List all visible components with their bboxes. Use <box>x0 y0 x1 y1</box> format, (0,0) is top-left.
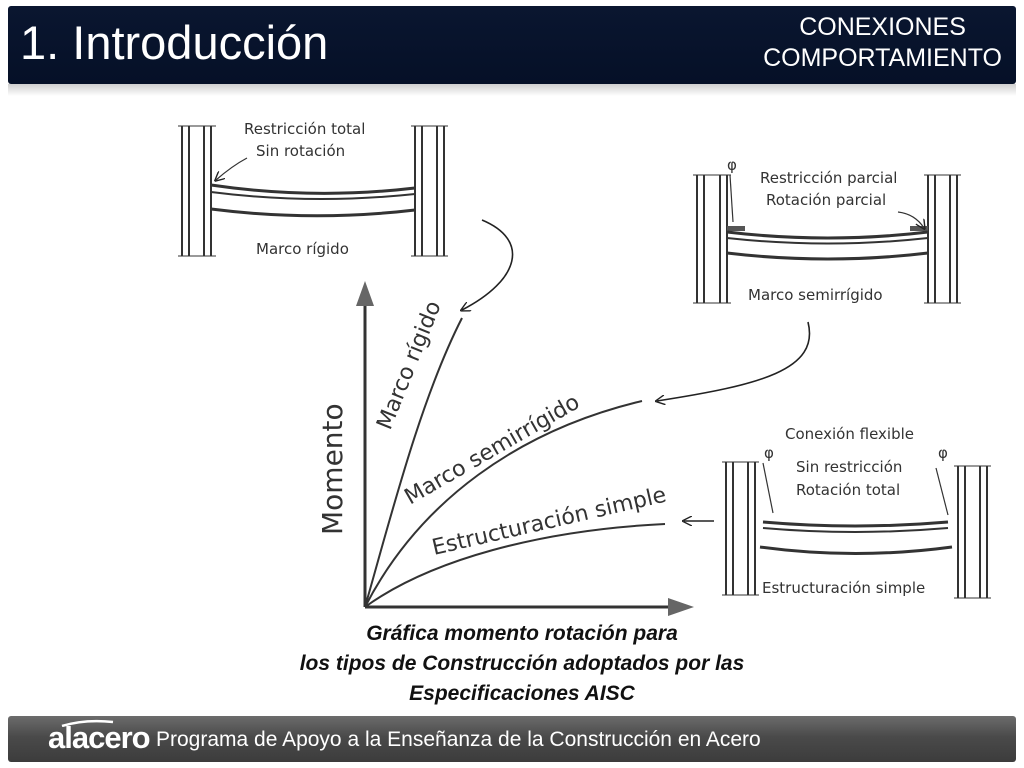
semirigid-left-column <box>693 174 731 304</box>
rigid-left-column <box>178 125 216 257</box>
rigid-beam <box>210 183 416 218</box>
semirigid-beam <box>726 226 929 261</box>
semirigid-right-column <box>924 174 961 304</box>
semirigid-curve <box>364 400 643 608</box>
slide-title: 1. Introducción <box>20 16 329 69</box>
simple-phi-left: φ <box>764 444 774 462</box>
caption-line2: los tipos de Construcción adoptados por … <box>299 652 745 675</box>
simple-phi-right: φ <box>938 444 948 462</box>
alacero-logo: alacero <box>48 720 151 755</box>
chart-axes <box>356 281 694 616</box>
header-bar: 1. Introducción CONEXIONES COMPORTAMIENT… <box>8 6 1016 84</box>
rigid-right-column <box>411 125 448 257</box>
footer-program-text: Programa de Apoyo a la Enseñanza de la C… <box>156 728 761 751</box>
header-shadow <box>8 84 1016 96</box>
simple-frame-sketch <box>722 461 991 599</box>
semirigid-frame-line1: Restricción parcial <box>760 169 897 187</box>
y-axis-arrowhead <box>356 281 374 306</box>
section-label-line1: CONEXIONES <box>799 13 966 41</box>
rigid-curve-label: Marco rígido <box>372 298 446 434</box>
rigid-frame-caption: Marco rígido <box>256 240 349 258</box>
simple-frame-line2: Sin restricción <box>796 458 902 476</box>
simple-frame-line3: Rotación total <box>796 481 900 499</box>
semirigid-frame-caption: Marco semirrígido <box>748 286 883 304</box>
rigid-pointer-arrow <box>462 219 514 310</box>
simple-frame-line1: Conexión flexible <box>785 425 914 443</box>
simple-curve <box>364 523 666 608</box>
semirigid-curve-label: Marco semirrígido <box>401 390 584 510</box>
semirigid-phi-symbol: φ <box>727 156 737 174</box>
logo-swoosh-icon <box>61 719 114 727</box>
simple-curve-label: Estructuración simple <box>430 483 669 561</box>
semirigid-frame-line2: Rotación parcial <box>766 191 886 209</box>
section-label: CONEXIONES COMPORTAMIENTO <box>763 12 1002 74</box>
caption-line3: Especificaciones AISC <box>409 682 635 705</box>
y-axis-label: Momento <box>316 403 349 535</box>
semirigid-frame-sketch <box>693 174 961 304</box>
simple-right-column <box>954 465 991 599</box>
rigid-frame-sketch <box>178 125 448 257</box>
footer-bar: alacero Programa de Apoyo a la Enseñanza… <box>8 716 1016 762</box>
simple-beam <box>759 520 953 555</box>
caption-line1: Gráfica momento rotación para <box>366 622 678 645</box>
semirigid-pointer-arrow <box>657 321 811 401</box>
simple-frame-caption: Estructuración simple <box>762 579 925 597</box>
x-axis-arrowhead <box>668 598 694 616</box>
section-label-line2: COMPORTAMIENTO <box>763 44 1002 72</box>
simple-left-column <box>722 461 759 596</box>
rigid-curve <box>364 317 463 608</box>
rigid-frame-line1: Restricción total <box>244 120 365 138</box>
rigid-frame-line2: Sin rotación <box>256 142 345 160</box>
figure-caption: Gráfica momento rotación para los tipos … <box>222 619 822 709</box>
